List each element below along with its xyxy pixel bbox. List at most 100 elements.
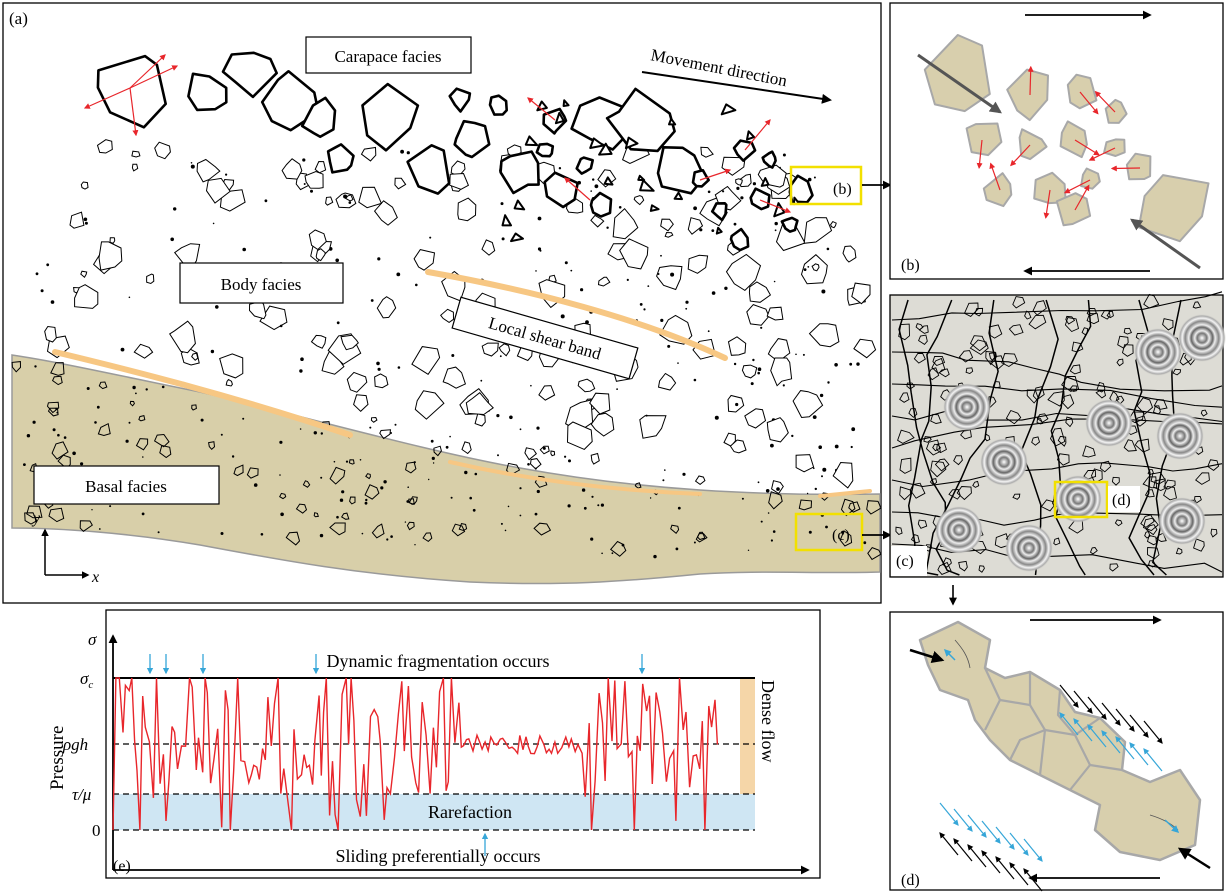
body-grain	[536, 426, 540, 430]
body-clast	[374, 373, 389, 389]
stress-wave-ring	[1085, 399, 1133, 447]
body-clast	[465, 392, 494, 416]
panel-a-tag: (a)	[9, 9, 28, 28]
basal-clast	[379, 429, 392, 440]
body-clast	[590, 214, 605, 228]
body-clast	[589, 392, 611, 415]
basal-grain	[776, 487, 780, 491]
basal-clast	[590, 452, 600, 465]
body-clast	[394, 177, 407, 190]
body-clast	[660, 218, 674, 232]
grain	[895, 526, 903, 536]
carapace-chip	[524, 135, 539, 147]
grain	[1082, 445, 1096, 458]
basal-grain	[741, 497, 744, 500]
wave-arrow	[939, 802, 959, 826]
body-grain	[667, 344, 671, 348]
basal-grain	[432, 462, 435, 464]
wave-arrow	[953, 808, 973, 832]
x-axis-label: x	[91, 569, 99, 586]
stress-wave-ring	[1158, 497, 1206, 545]
body-grain	[711, 291, 716, 295]
wave-arrow	[967, 844, 987, 868]
basal-grain	[500, 522, 503, 525]
body-grain	[849, 362, 853, 366]
carapace-block	[260, 70, 320, 132]
body-grain	[657, 273, 660, 275]
body-grain	[415, 283, 418, 287]
basal-grain	[568, 459, 571, 463]
basal-clast	[51, 441, 69, 460]
zero-label: 0	[92, 821, 101, 840]
carapace-chip	[510, 232, 524, 243]
basal-clast	[798, 499, 813, 511]
force-chain	[891, 351, 1223, 392]
body-clast	[248, 300, 267, 320]
body-grain	[827, 381, 830, 384]
panel-c-tag: (c)	[896, 553, 914, 570]
body-grain	[791, 434, 794, 438]
basal-grain	[394, 423, 397, 426]
body-grain	[647, 285, 650, 287]
sigma-label: σ	[88, 630, 97, 649]
wave-arrow	[1073, 690, 1093, 714]
carapace-block	[575, 156, 595, 175]
body-clast	[109, 237, 116, 244]
wave-arrow	[953, 838, 973, 862]
grain	[899, 457, 912, 474]
basal-clast	[405, 461, 417, 474]
basal-grain	[339, 498, 344, 502]
body-grain	[35, 272, 39, 276]
basal-clast	[48, 507, 65, 523]
fragment	[982, 172, 1013, 208]
basal-clast	[433, 445, 442, 457]
grain	[1096, 381, 1106, 393]
grain	[963, 302, 979, 317]
body-clast	[96, 139, 113, 154]
body-grain	[215, 305, 219, 309]
stress-wave-ring	[1005, 524, 1053, 572]
body-clast	[413, 249, 436, 271]
body-clast	[169, 320, 196, 354]
body-clast	[481, 239, 496, 256]
grain	[1123, 439, 1137, 452]
wave-arrow	[1023, 838, 1043, 862]
grain	[1163, 486, 1178, 501]
wave-arrow	[1023, 868, 1043, 892]
grain	[1028, 314, 1047, 330]
basal-grain	[519, 514, 522, 517]
body-grain	[645, 414, 648, 417]
basal-grain	[677, 506, 681, 510]
basal-grain	[590, 537, 594, 541]
stress-wave-ring	[1054, 475, 1102, 523]
carapace-chip	[589, 137, 605, 149]
carapace-chip	[562, 99, 570, 107]
stress-wave-ring	[980, 438, 1028, 486]
body-clast	[830, 220, 837, 229]
basal-grain	[231, 455, 235, 458]
basal-grain	[581, 488, 586, 492]
carapace-chip	[639, 179, 655, 192]
grain	[1144, 489, 1155, 498]
body-clast	[498, 343, 511, 357]
wave-arrow	[995, 826, 1015, 850]
wave-arrow	[1101, 702, 1121, 726]
basal-grain	[364, 501, 368, 505]
body-clast	[748, 281, 772, 303]
basal-grain	[280, 512, 284, 517]
basal-grain	[682, 472, 686, 476]
basal-clast	[313, 512, 319, 518]
body-grain	[84, 221, 88, 225]
basal-grain	[125, 439, 129, 443]
basal-grain	[359, 459, 362, 461]
body-grain	[752, 182, 757, 186]
basal-clast	[246, 467, 259, 479]
grain	[930, 413, 942, 424]
rhogh-label: ρgh	[62, 735, 88, 754]
body-clast	[304, 170, 324, 189]
sigma-c-label: σc	[80, 669, 93, 691]
grain	[972, 480, 980, 488]
body-grain	[377, 367, 381, 371]
basal-grain	[345, 460, 349, 463]
body-grain	[335, 258, 340, 263]
